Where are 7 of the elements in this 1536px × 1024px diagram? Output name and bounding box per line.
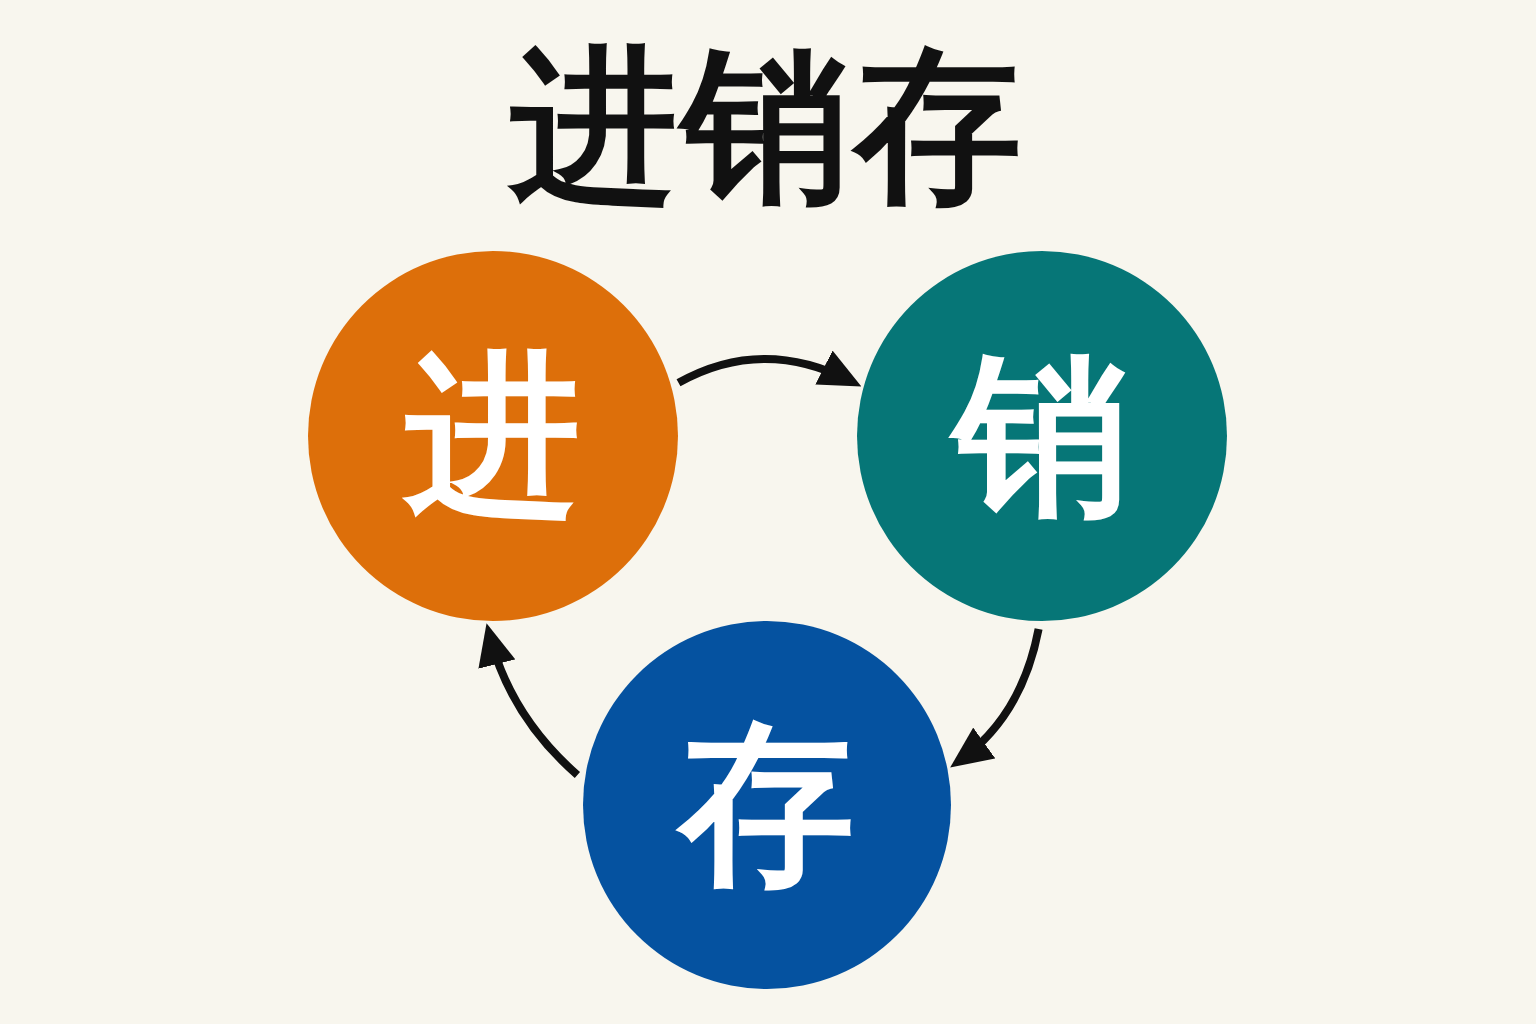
circle-label: 进 [391,326,595,546]
circle-label: 存 [665,695,869,915]
diagram-title: 进销存 [500,26,1036,228]
cycle-arrow [950,628,1043,768]
cycle-arrow [676,351,862,387]
cycle-arrow [479,623,581,778]
circle-label: 销 [940,326,1144,546]
